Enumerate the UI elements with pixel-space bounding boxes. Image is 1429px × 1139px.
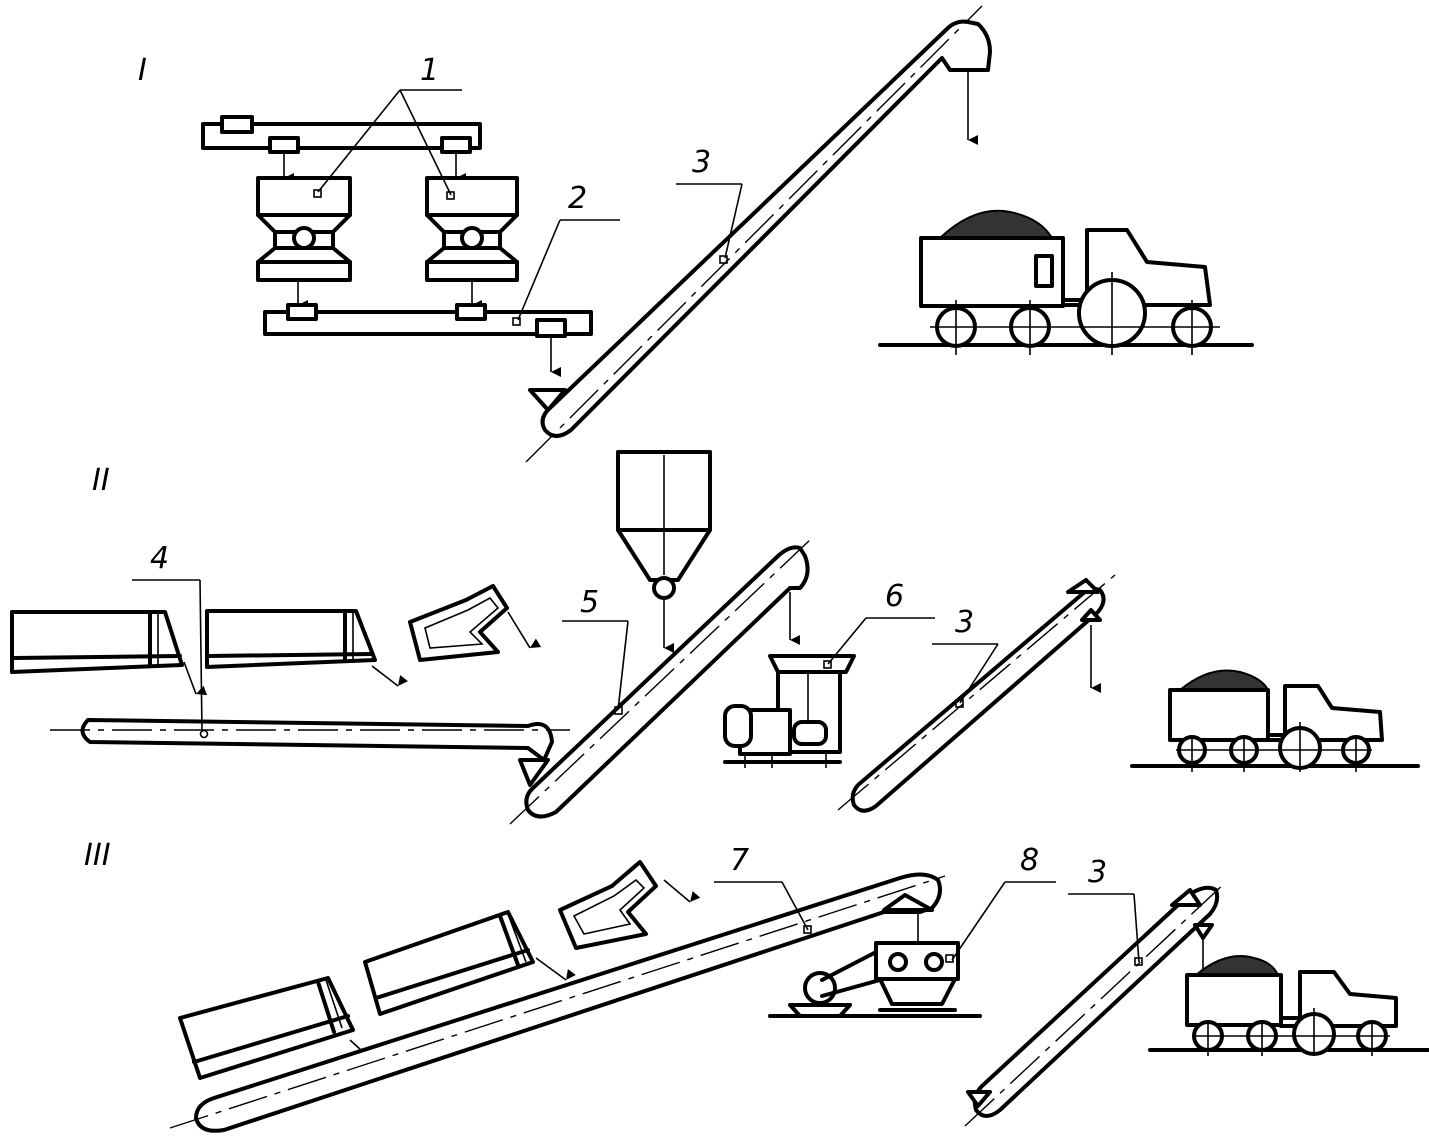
svg-text:3: 3 [955, 605, 974, 640]
tractor-trailer-I [880, 211, 1252, 355]
svg-text:3: 3 [1088, 855, 1107, 890]
block-stack-II-middle [207, 611, 375, 667]
callout-6: 6 [828, 579, 935, 664]
callout-5: 5 [562, 585, 628, 710]
block-stack-III-middle [365, 912, 533, 1014]
svg-text:4: 4 [150, 541, 169, 576]
section-numeral-I: I [138, 53, 147, 88]
svg-text:3: 3 [692, 145, 711, 180]
svg-text:8: 8 [1020, 843, 1039, 878]
section-II: II 4 [12, 452, 1418, 824]
svg-text:7: 7 [730, 843, 749, 878]
crusher-unit-left [258, 178, 350, 280]
callout-3-III: 3 [1068, 855, 1139, 962]
grab-loader-III [560, 862, 690, 948]
inclined-conveyor-I [526, 6, 990, 462]
section-numeral-III: III [84, 838, 111, 873]
silo-bunker [618, 452, 710, 648]
tractor-trailer-II [1132, 670, 1418, 772]
svg-text:1: 1 [420, 53, 439, 88]
svg-text:5: 5 [580, 585, 599, 620]
crusher-unit-right [427, 178, 517, 280]
collecting-conveyor [265, 305, 591, 372]
inclined-conveyor-3-II [838, 575, 1115, 811]
svg-text:6: 6 [885, 579, 904, 614]
callout-2: 2 [518, 181, 620, 320]
section-numeral-II: II [92, 463, 110, 498]
section-III: III 7 [84, 838, 1428, 1131]
svg-text:2: 2 [568, 181, 587, 216]
grab-loader-II [410, 586, 530, 660]
belt-conveyor-4 [50, 720, 570, 760]
block-stack-II-left [12, 612, 182, 672]
processing-unit-6 [725, 656, 854, 768]
section-I: I [138, 6, 1252, 462]
callout-8: 8 [952, 843, 1056, 960]
tractor-trailer-III [1150, 956, 1428, 1056]
